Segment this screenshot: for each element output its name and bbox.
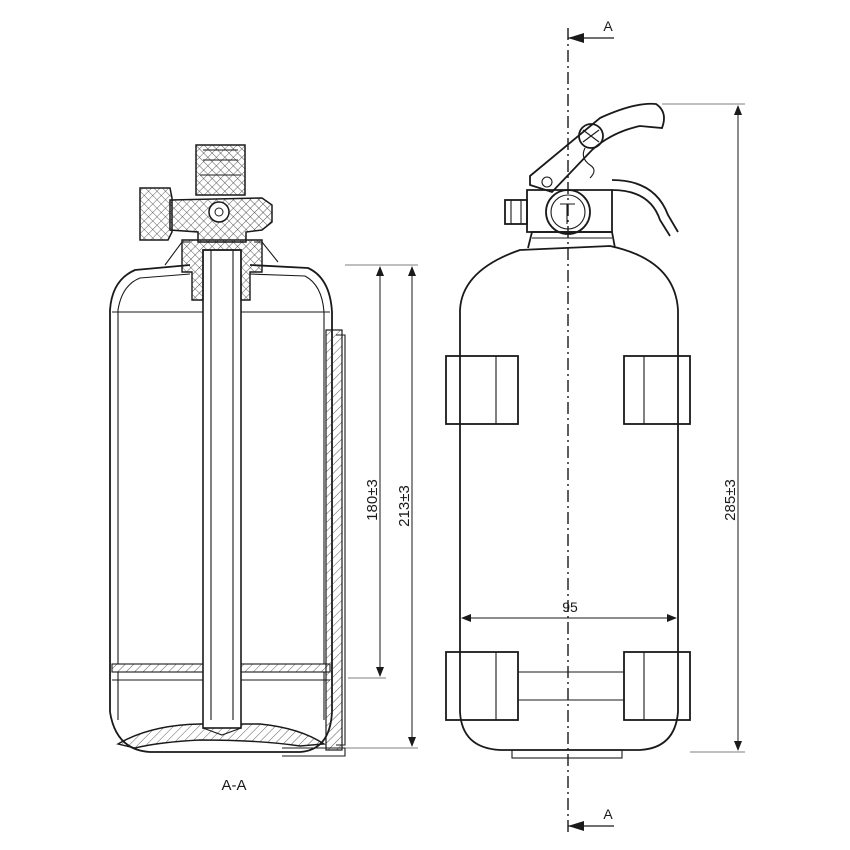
neck <box>181 239 263 301</box>
front-view: 95 285±3 A A <box>445 18 745 832</box>
cylinder-outline <box>109 264 333 712</box>
section-label: A-A <box>221 777 246 794</box>
lever-pivot <box>541 176 553 188</box>
front-base-foot <box>511 749 623 759</box>
cut-marker-top-label: A <box>603 18 613 34</box>
dim-label-95: 95 <box>562 599 578 615</box>
dim-diameter: 95 <box>461 599 677 622</box>
bracket-details <box>282 334 346 757</box>
cap-detail <box>200 149 241 176</box>
clip-bottom-right <box>623 651 691 721</box>
shoulder-clamps <box>164 241 279 266</box>
cut-marker-bottom-label: A <box>603 806 613 822</box>
dim-label-213: 213±3 <box>396 485 413 527</box>
front-nozzle <box>504 199 528 225</box>
nozzle-lines <box>510 200 522 224</box>
bottom-dome <box>116 723 327 749</box>
dim-level: 180±3 <box>345 264 386 679</box>
cut-marker-bottom: A <box>568 806 614 831</box>
dim-body: 213±3 <box>345 264 418 749</box>
section-view: 180±3 213±3 A-A <box>109 144 418 794</box>
wall-bracket <box>325 329 343 751</box>
front-cylinder <box>459 245 679 751</box>
valve-cap <box>195 144 246 196</box>
valve-pin-center <box>214 207 224 217</box>
siphon-tube <box>202 249 242 729</box>
clip-bottom-left <box>445 651 519 721</box>
seal-wire <box>582 147 595 179</box>
front-hose <box>611 179 679 237</box>
dim-total: 285±3 <box>662 103 745 753</box>
side-knob <box>139 187 173 241</box>
front-valve-body <box>526 189 613 233</box>
clip-top-left <box>445 355 519 425</box>
dim-label-180: 180±3 <box>364 479 381 521</box>
dim-label-285: 285±3 <box>722 479 739 521</box>
cut-marker-top: A <box>568 18 614 43</box>
clip-top-right <box>623 355 691 425</box>
bracket-band <box>518 671 624 701</box>
siphon-inner <box>202 250 242 736</box>
safety-seal <box>578 123 604 149</box>
seal-mark <box>582 129 600 143</box>
